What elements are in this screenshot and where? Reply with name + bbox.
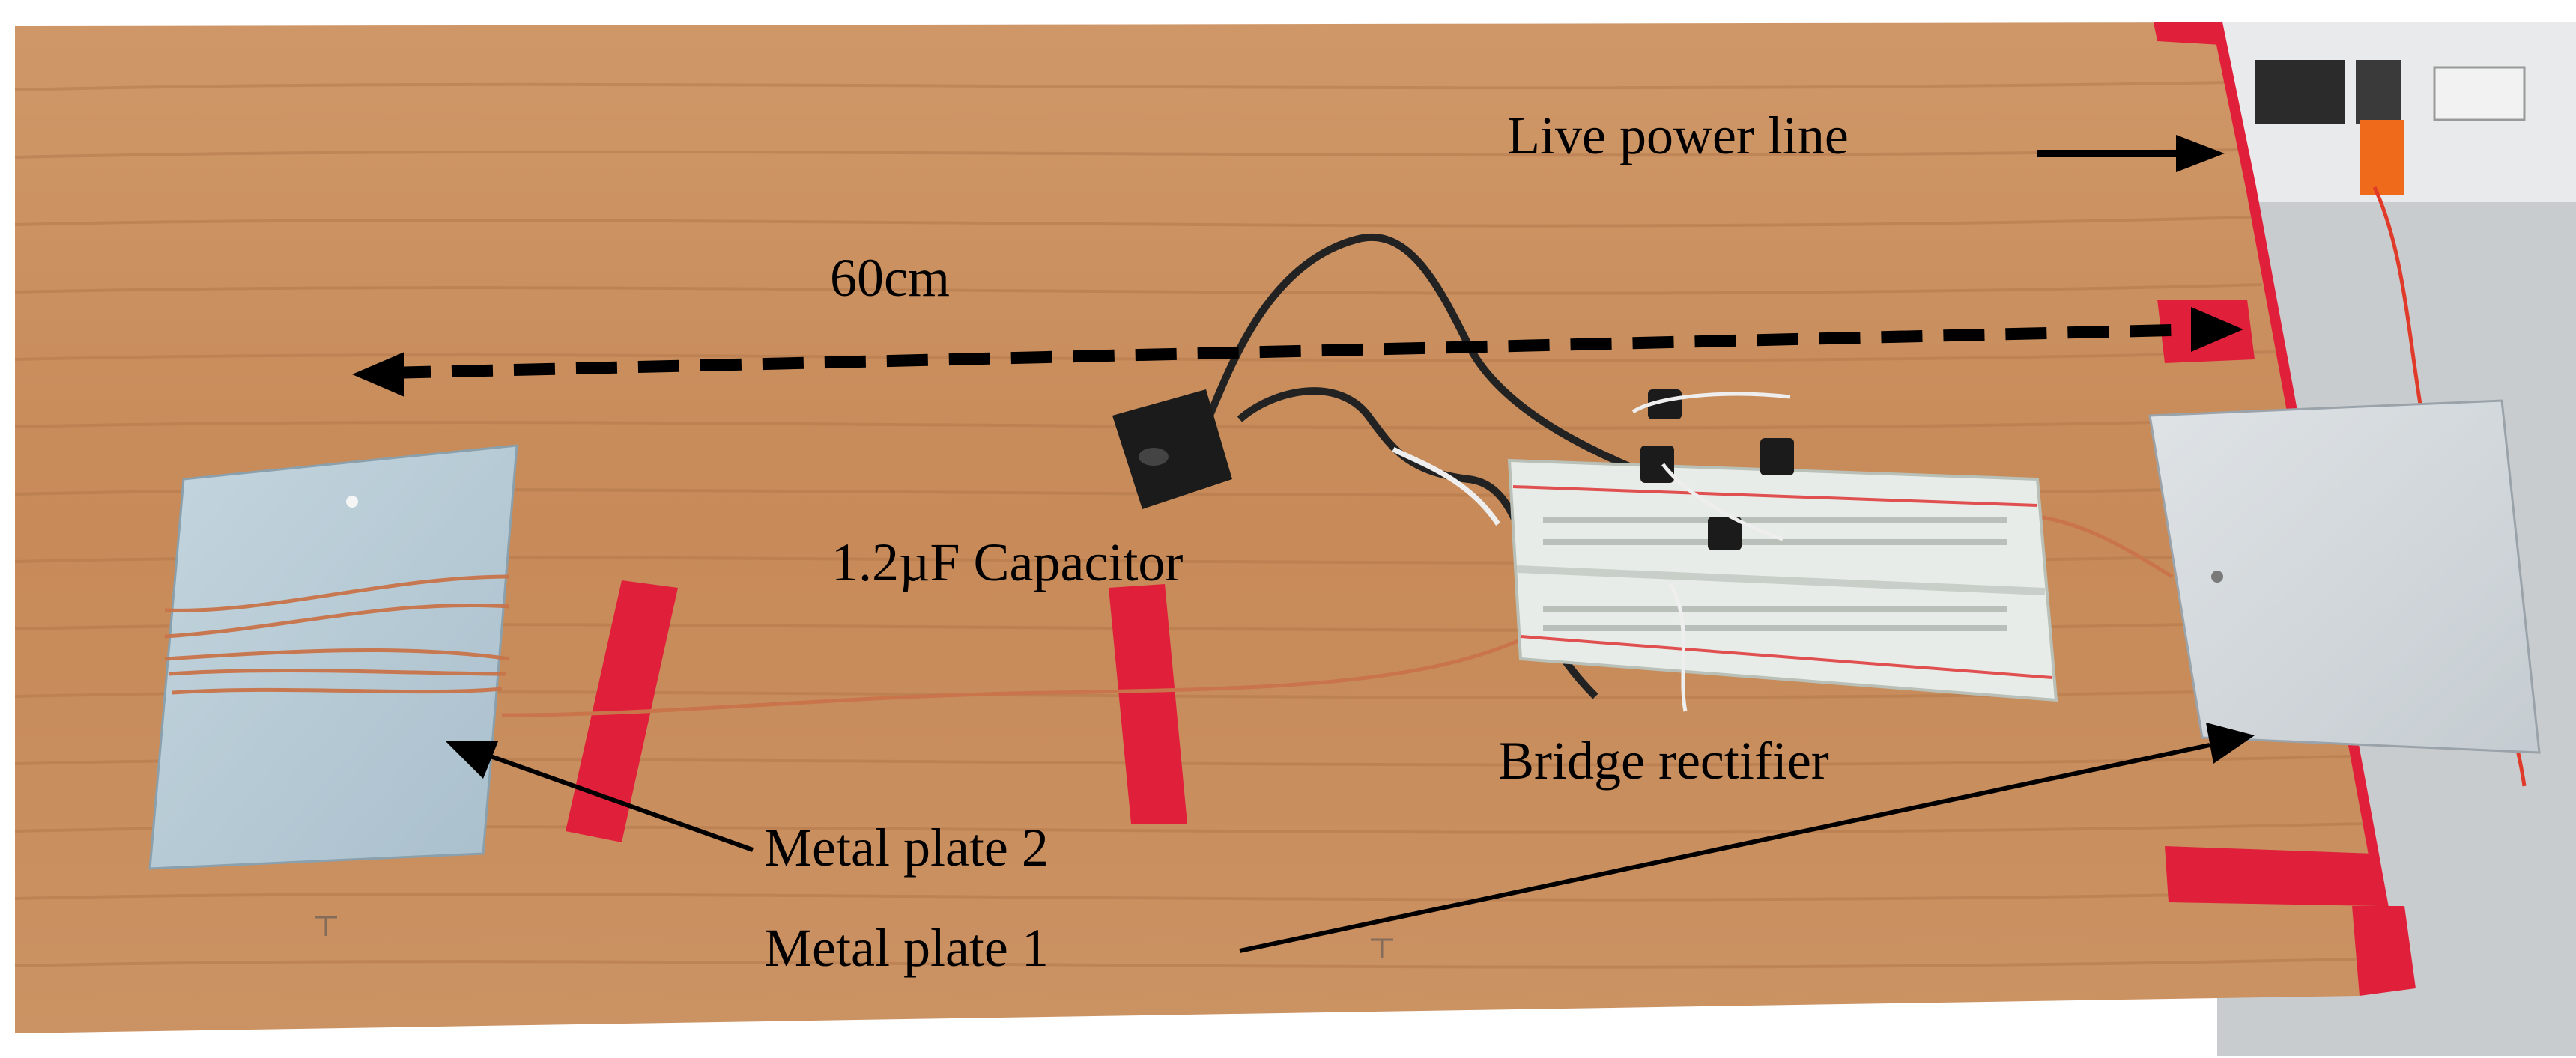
capacitor-label: 1.2µF Capacitor [831, 532, 1184, 592]
breadboard [1507, 389, 2058, 712]
live-power-line-label: Live power line [1507, 106, 1849, 165]
capacitor [1112, 233, 1702, 699]
bridge-rectifier-label: Bridge rectifier [1498, 731, 1829, 791]
distance-label: 60cm [830, 248, 950, 308]
metal-plate-2-label: Metal plate 2 [764, 818, 1049, 878]
red-tape [566, 22, 2416, 996]
live-power-line-arrow-icon [2037, 135, 2225, 172]
metal-plate-1-label: Metal plate 1 [764, 918, 1049, 978]
metal-plate-2-arrow-icon [446, 741, 754, 852]
pencil-marks [315, 916, 1393, 958]
metal-plate-1 [2148, 399, 2541, 754]
metal-plate-2 [148, 444, 518, 870]
metal-plate-1-arrow-icon [1239, 723, 2255, 953]
distance-dashed-arrow-icon [352, 307, 2243, 397]
